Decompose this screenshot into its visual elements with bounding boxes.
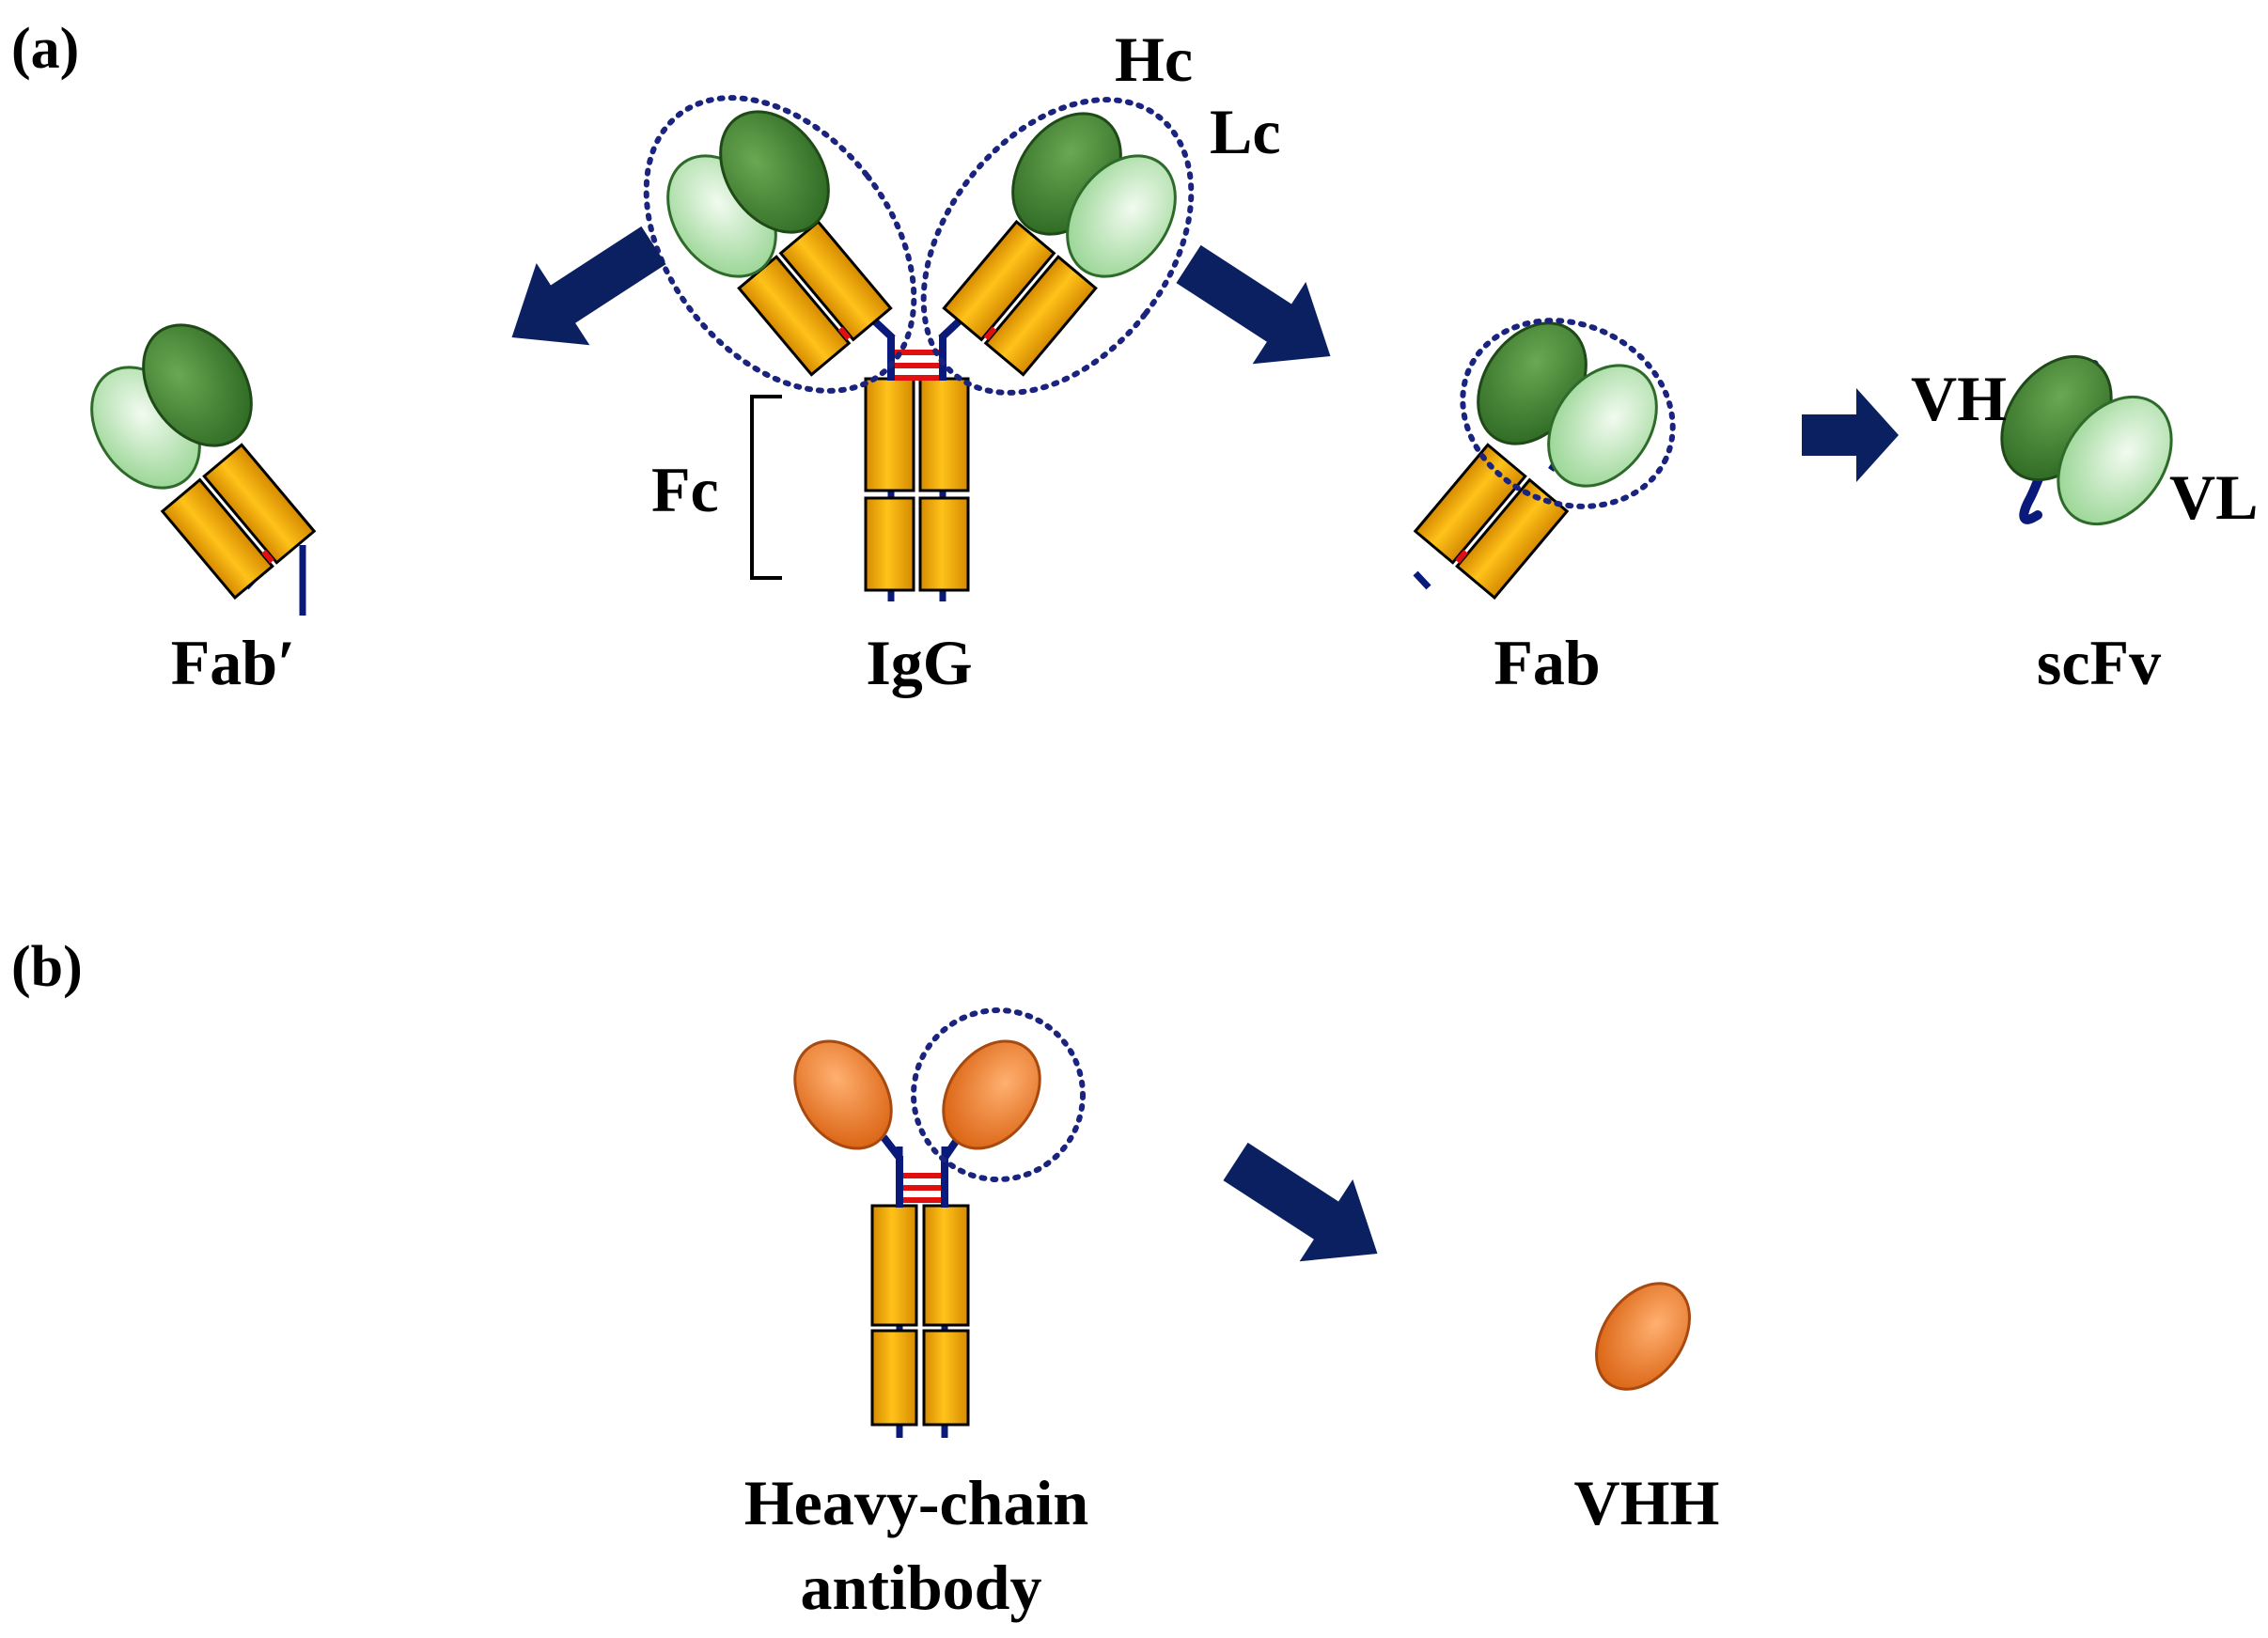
lc-label: Lc bbox=[1210, 96, 1281, 167]
hcab-vhh-outline bbox=[911, 1007, 1086, 1182]
hc-label: Hc bbox=[1115, 23, 1193, 95]
hcab-ch3-left bbox=[870, 1329, 918, 1427]
hcab-vhh-left bbox=[793, 1039, 893, 1150]
igg-fab-arm-left bbox=[666, 110, 896, 377]
vhh-label: VHH bbox=[1574, 1467, 1720, 1538]
fab-prime-vh bbox=[142, 323, 253, 447]
heavy-chain-label-line2: antibody bbox=[801, 1552, 1042, 1623]
arrow-to-scfv bbox=[1802, 388, 1899, 482]
fab-prime-fragment bbox=[90, 323, 317, 616]
fc-label: Fc bbox=[651, 454, 719, 525]
scfv-label: scFv bbox=[2037, 627, 2161, 698]
scfv-fragment bbox=[2000, 354, 2173, 526]
hcab-disulfide-1 bbox=[903, 1173, 941, 1178]
igg-disulfide-3 bbox=[895, 375, 939, 381]
igg-ch2-right bbox=[918, 377, 970, 492]
panel-a-label: (a) bbox=[11, 17, 79, 81]
panel-b-label: (b) bbox=[11, 935, 83, 999]
hcab-disulfide-2 bbox=[903, 1185, 941, 1191]
igg-vl-right bbox=[1066, 154, 1177, 278]
igg-ch3-left bbox=[864, 496, 915, 592]
hcab-ch2-left bbox=[870, 1204, 918, 1327]
igg-ch3-right bbox=[918, 496, 970, 592]
fab-fragment bbox=[1413, 318, 1676, 601]
igg-ch2-left bbox=[864, 377, 915, 492]
heavy-chain-antibody bbox=[793, 1007, 1086, 1438]
hcab-disulfide-3 bbox=[903, 1197, 941, 1203]
hcab-ch2-right bbox=[922, 1204, 970, 1327]
igg-molecule bbox=[643, 95, 1195, 601]
igg-fab-outline-right bbox=[920, 97, 1195, 396]
heavy-chain-label-line1: Heavy-chain bbox=[744, 1467, 1088, 1538]
fc-bracket bbox=[750, 395, 782, 580]
hcab-vhh-right bbox=[942, 1039, 1041, 1150]
fab-vl bbox=[1547, 364, 1658, 488]
arrow-to-vhh bbox=[1223, 1142, 1378, 1262]
igg-label: IgG bbox=[866, 627, 972, 698]
igg-disulfide-1 bbox=[895, 350, 939, 355]
scfv-vl bbox=[2057, 395, 2173, 526]
igg-fab-arm-right bbox=[938, 112, 1177, 377]
arrow-to-fab-prime bbox=[511, 226, 666, 346]
vhh-domain bbox=[1595, 1282, 1691, 1391]
igg-fab-outline-left bbox=[643, 95, 917, 394]
fab-prime-label: Fab′ bbox=[171, 627, 295, 698]
igg-vh-left bbox=[719, 110, 830, 234]
vh-label: VH bbox=[1911, 363, 2007, 434]
igg-disulfide-2 bbox=[895, 363, 939, 368]
fab-fv-outline bbox=[1460, 318, 1676, 509]
vl-label: VL bbox=[2169, 461, 2258, 533]
fab-label: Fab bbox=[1494, 627, 1600, 698]
hcab-ch3-right bbox=[922, 1329, 970, 1427]
arrow-to-fab bbox=[1176, 244, 1331, 365]
